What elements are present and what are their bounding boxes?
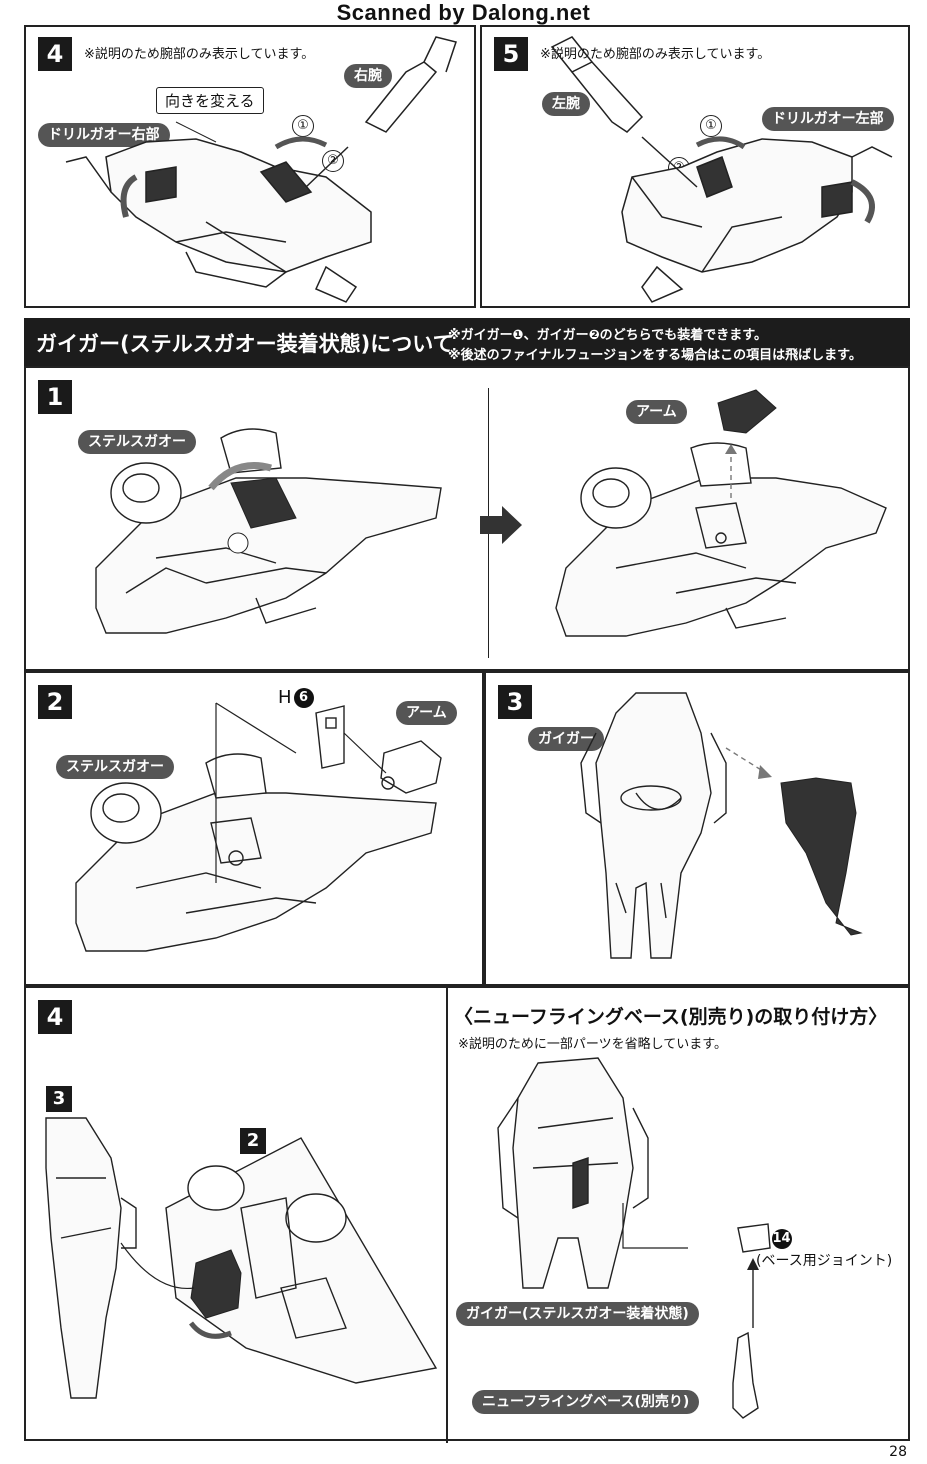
drill-gao-left-label: ドリルガオー左部 [762,107,894,131]
scan-watermark: Scanned by Dalong.net [336,0,591,25]
step-note: ※説明のため腕部のみ表示しています。 [540,47,771,62]
gaigar-label: ガイガー [528,727,604,751]
section-note-2: ※後述のファイナルフュージョンをする場合はこの項目は飛ばします。 [448,348,862,363]
stealth-gao-label: ステルスガオー [56,755,174,779]
divider [446,988,448,1443]
stealth-gao-arm-attachment-illustration [75,702,442,952]
step-number: 4 [38,37,72,71]
bottom-step-4-panel: 4 3 2 〈ニューフライングベース(別売り)の取り付け方〉 ※説明のために一部… [24,986,910,1443]
flying-base-title: 〈ニューフライングベース(別売り)の取り付け方〉 [454,1006,888,1028]
step-number: 5 [494,37,528,71]
right-arm-label: 右腕 [344,64,392,88]
drill-gao-right-illustration [65,36,457,303]
arm-label: アーム [396,701,457,725]
top-step-4-panel: 4 ※説明のため腕部のみ表示しています。 右腕 向きを変える ドリルガオー右部 … [24,25,476,308]
transition-arrow [480,506,522,544]
page-number: 28 [889,1444,907,1460]
step-number: 3 [498,685,532,719]
stealth-gao-after-illustration [555,389,887,637]
gaigar-stealth-gao-combine-illustration [45,1117,438,1399]
left-arm-label: 左腕 [542,92,590,116]
step-number: 1 [38,380,72,414]
base-joint-description: (ベース用ジョイント) [756,1253,893,1269]
step-3-panel: 3 ガイガー [484,671,910,986]
top-step-5-panel: 5 ※説明のため腕部のみ表示しています。 左腕 ドリルガオー左部 ① ② [480,25,910,308]
flying-base-note: ※説明のために一部パーツを省略しています。 [458,1037,727,1052]
change-direction-callout: 向きを変える [156,87,264,114]
flying-base-illustration [497,1057,771,1419]
sequence-marker-1: ① [700,115,722,137]
part-letter: H [278,687,292,708]
stealth-gao-before-illustration [95,428,442,634]
gaigar-back-attachment-illustration [580,692,863,959]
drill-gao-right-label: ドリルガオー右部 [38,123,170,147]
arm-label: アーム [626,400,687,424]
part-number: 6 [293,688,314,708]
reference-marker-3: 3 [46,1086,72,1112]
drill-gao-left-illustration [550,36,893,303]
step-number: 2 [38,685,72,719]
section-title: ガイガー(ステルスガオー装着状態)について [36,332,454,356]
new-flying-base-label: ニューフライングベース(別売り) [472,1390,700,1414]
step-number: 4 [38,1000,72,1034]
stealth-gao-label: ステルスガオー [78,430,196,454]
gaigar-section-header: ガイガー(ステルスガオー装着状態)について ※ガイガー❶、ガイガー❷のどちらでも… [24,318,910,366]
part-number: 14 [771,1229,792,1249]
section-note-1: ※ガイガー❶、ガイガー❷のどちらでも装着できます。 [448,328,767,343]
step-note: ※説明のため腕部のみ表示しています。 [84,47,315,62]
reference-marker-2: 2 [240,1128,266,1154]
step-1-panel: 1 ステルスガオー アーム [24,366,910,671]
gaigar-stealth-label: ガイガー(ステルスガオー装着状態) [456,1302,699,1326]
